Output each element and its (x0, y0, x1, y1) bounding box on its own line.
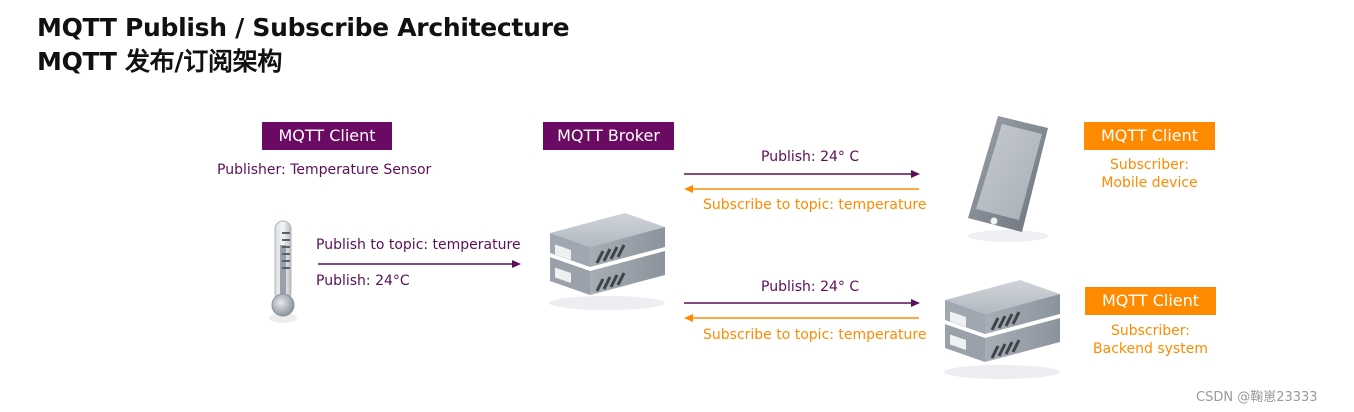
backend-server-icon (944, 280, 1060, 379)
mobile-publish-label: Publish: 24° C (761, 149, 860, 165)
backend-subscribe-arrow (684, 314, 919, 322)
publish-topic-label: Publish to topic: temperature (316, 237, 521, 253)
backend-role-line2: Backend system (1093, 341, 1208, 357)
page-title: MQTT Publish / Subscribe Architecture (37, 13, 570, 42)
publisher-role-label: Publisher: Temperature Sensor (217, 162, 432, 178)
thermometer-icon (269, 220, 297, 323)
broker-tag: MQTT Broker (543, 122, 674, 150)
backend-client-tag: MQTT Client (1085, 287, 1216, 315)
mobile-role-line2: Mobile device (1101, 175, 1198, 191)
broker-server-icon (549, 213, 665, 310)
mobile-role-line1: Subscriber: (1109, 157, 1189, 173)
backend-publish-label: Publish: 24° C (761, 279, 860, 295)
mobile-client-tag: MQTT Client (1084, 122, 1215, 150)
publisher-client-tag: MQTT Client (262, 122, 392, 150)
watermark: CSDN @鞠崽23333 (1196, 390, 1318, 405)
publish-value-label: Publish: 24°C (316, 273, 410, 289)
mobile-subscribe-arrow (684, 185, 919, 193)
backend-subscribe-label: Subscribe to topic: temperature (703, 327, 927, 343)
mobile-publish-arrow (684, 170, 920, 178)
mobile-subscribe-label: Subscribe to topic: temperature (703, 197, 927, 213)
page-subtitle: MQTT 发布/订阅架构 (37, 47, 283, 76)
publish-arrow (318, 260, 521, 268)
backend-role-line1: Subscriber: (1110, 323, 1190, 339)
backend-publish-arrow (684, 299, 920, 307)
smartphone-icon (968, 116, 1048, 242)
